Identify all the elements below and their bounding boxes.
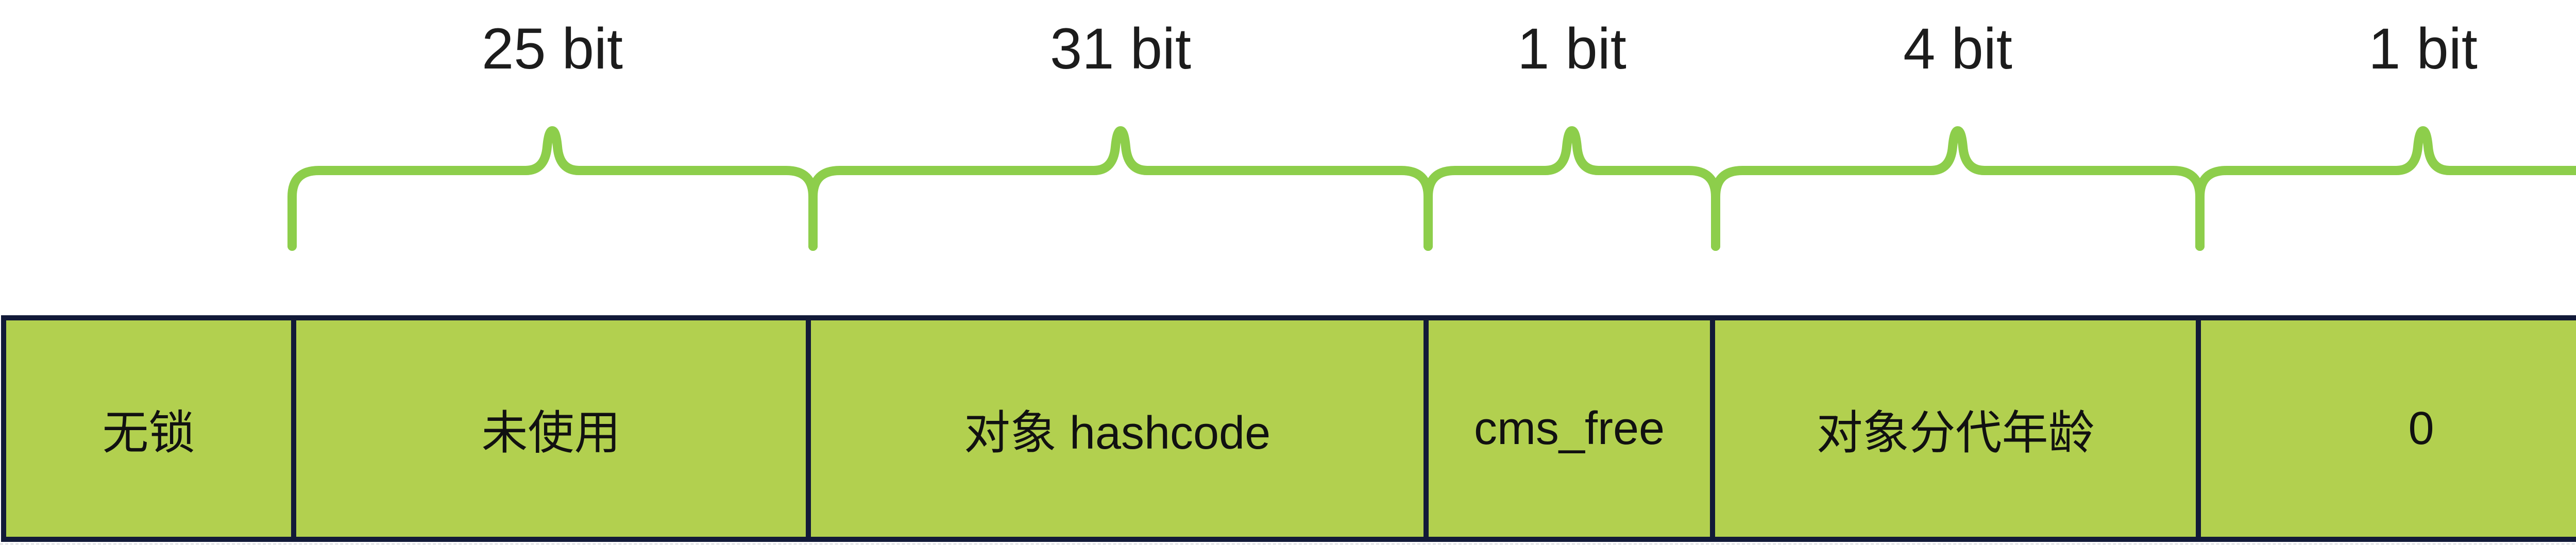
cell-hashcode: 对象 hashcode — [811, 320, 1423, 537]
bit-width-label-1bit-cmsfree: 1 bit — [1517, 16, 1626, 81]
brace-4bit — [1711, 126, 2205, 251]
bottom-edge-line — [0, 543, 2576, 544]
bit-width-label-31bit: 31 bit — [1050, 16, 1191, 81]
bit-width-label-4bit: 4 bit — [1903, 16, 2012, 81]
bit-width-label-1bit-biased: 1 bit — [2368, 16, 2478, 81]
brace-25bit — [287, 126, 818, 251]
brace-1bit-biased — [2195, 126, 2576, 251]
bit-width-label-25bit: 25 bit — [482, 16, 623, 81]
cell-biased-flag: 0 — [2201, 320, 2576, 537]
brace-1bit-cmsfree — [1423, 126, 1720, 251]
cell-age: 对象分代年龄 — [1715, 320, 2196, 537]
mark-word-table: 无锁 未使用 对象 hashcode cms_free 对象分代年龄 0 01 — [1, 315, 2576, 542]
cell-lock-state: 无锁 — [6, 320, 291, 537]
cell-unused: 未使用 — [296, 320, 806, 537]
cell-cms-free: cms_free — [1429, 320, 1710, 537]
brace-31bit — [808, 126, 1433, 251]
